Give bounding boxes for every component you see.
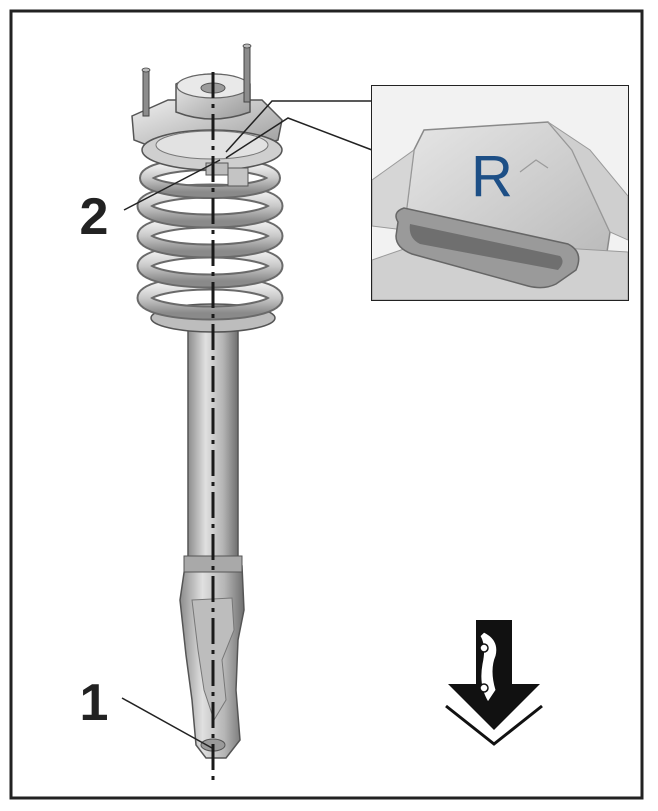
coil-spring: [136, 157, 284, 321]
callout-2-label: 2: [80, 188, 109, 246]
detail-inset: R: [371, 85, 629, 301]
callout-2-leader: [123, 159, 221, 211]
callout-1-label: 1: [80, 674, 109, 732]
mount-studs: [141, 43, 252, 117]
callout-1-leader: [121, 697, 213, 749]
inset-leader-lines: [225, 100, 373, 159]
down-arrow-with-mount-icon: [445, 620, 543, 746]
inset-marking-letter: R: [471, 144, 513, 209]
